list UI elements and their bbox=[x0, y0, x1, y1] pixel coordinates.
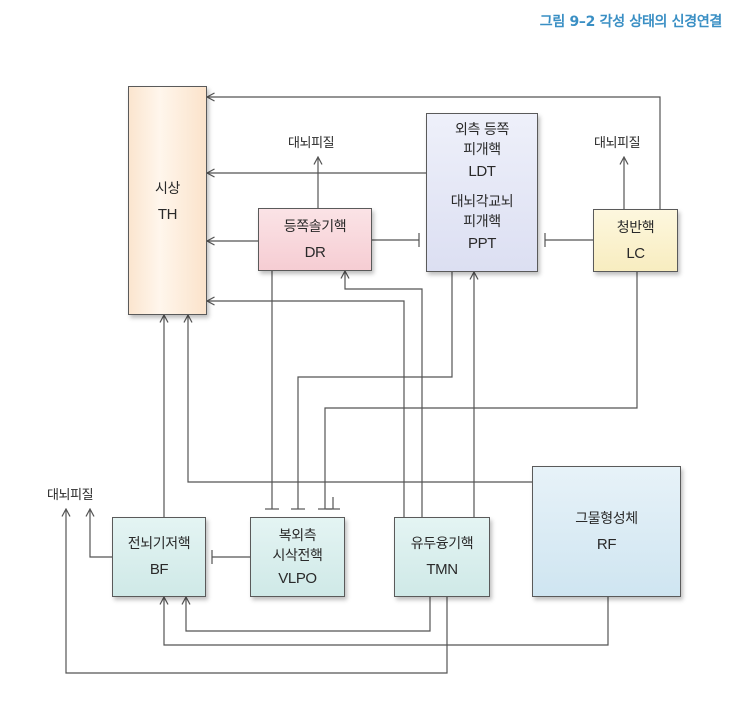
cortex-label-lc: 대뇌피질 bbox=[594, 136, 641, 151]
vlpo-name-line2: 시삭전핵 bbox=[272, 547, 323, 564]
tmn-to-bf-line bbox=[186, 597, 431, 632]
locus-coeruleus-abbr: LC bbox=[626, 244, 645, 262]
ldt-name-line2: 피개핵 bbox=[463, 142, 501, 158]
ppt-abbr: PPT bbox=[468, 235, 496, 252]
rf-to-bf-line bbox=[164, 597, 609, 646]
tuberomammillary-name: 유두융기핵 bbox=[410, 536, 474, 552]
vlpo-name-line1: 복외측 bbox=[278, 527, 317, 544]
locus-coeruleus-node: 청반핵 LC bbox=[593, 209, 678, 272]
vlpo-abbr: VLPO bbox=[278, 569, 317, 587]
cortex-label-bf: 대뇌피질 bbox=[47, 488, 94, 503]
thalamus-abbr: TH bbox=[157, 206, 178, 223]
reticular-formation-node: 그물형성체 RF bbox=[532, 466, 681, 597]
ldt-name-line1: 외측 등쪽 bbox=[455, 122, 509, 138]
lc-to-th-line bbox=[207, 97, 661, 209]
dorsal-raphe-node: 등쪽솔기핵 DR bbox=[258, 208, 372, 271]
figure-title: 그림 9–2 각성 상태의 신경연결 bbox=[539, 14, 723, 30]
reticular-formation-name: 그물형성체 bbox=[575, 510, 638, 527]
ppt-inhibit-vlpo-line bbox=[297, 272, 453, 509]
basal-forebrain-abbr: BF bbox=[149, 561, 169, 578]
basal-forebrain-name: 전뇌기저핵 bbox=[127, 536, 191, 552]
locus-coeruleus-name: 청반핵 bbox=[616, 219, 655, 236]
tmn-to-dr-line bbox=[345, 271, 423, 517]
dorsal-raphe-name: 등쪽솔기핵 bbox=[283, 218, 347, 235]
rf-to-th-line bbox=[188, 315, 532, 483]
reticular-formation-abbr: RF bbox=[596, 535, 617, 553]
ppt-name-line2: 피개핵 bbox=[463, 214, 501, 230]
cortex-label-dr: 대뇌피질 bbox=[288, 136, 335, 151]
thalamus-node: 시상 TH bbox=[128, 86, 207, 315]
ldt-abbr: LDT bbox=[468, 163, 496, 180]
vlpo-node: 복외측 시삭전핵 VLPO bbox=[250, 517, 345, 597]
tmn-to-cortex-line bbox=[66, 509, 448, 674]
ldt-ppt-node: 외측 등쪽 피개핵 LDT 대뇌각교뇌 피개핵 PPT bbox=[426, 113, 538, 272]
lc-inhibit-vlpo-line bbox=[324, 272, 638, 509]
tuberomammillary-abbr: TMN bbox=[426, 561, 458, 578]
basal-forebrain-node: 전뇌기저핵 BF bbox=[112, 517, 206, 597]
dorsal-raphe-abbr: DR bbox=[304, 243, 326, 261]
tuberomammillary-node: 유두융기핵 TMN bbox=[394, 517, 490, 597]
thalamus-name: 시상 bbox=[155, 181, 180, 197]
tmn-to-th-line bbox=[207, 301, 405, 517]
ppt-name-line1: 대뇌각교뇌 bbox=[450, 194, 514, 210]
bf-to-cortex-line bbox=[90, 509, 112, 558]
